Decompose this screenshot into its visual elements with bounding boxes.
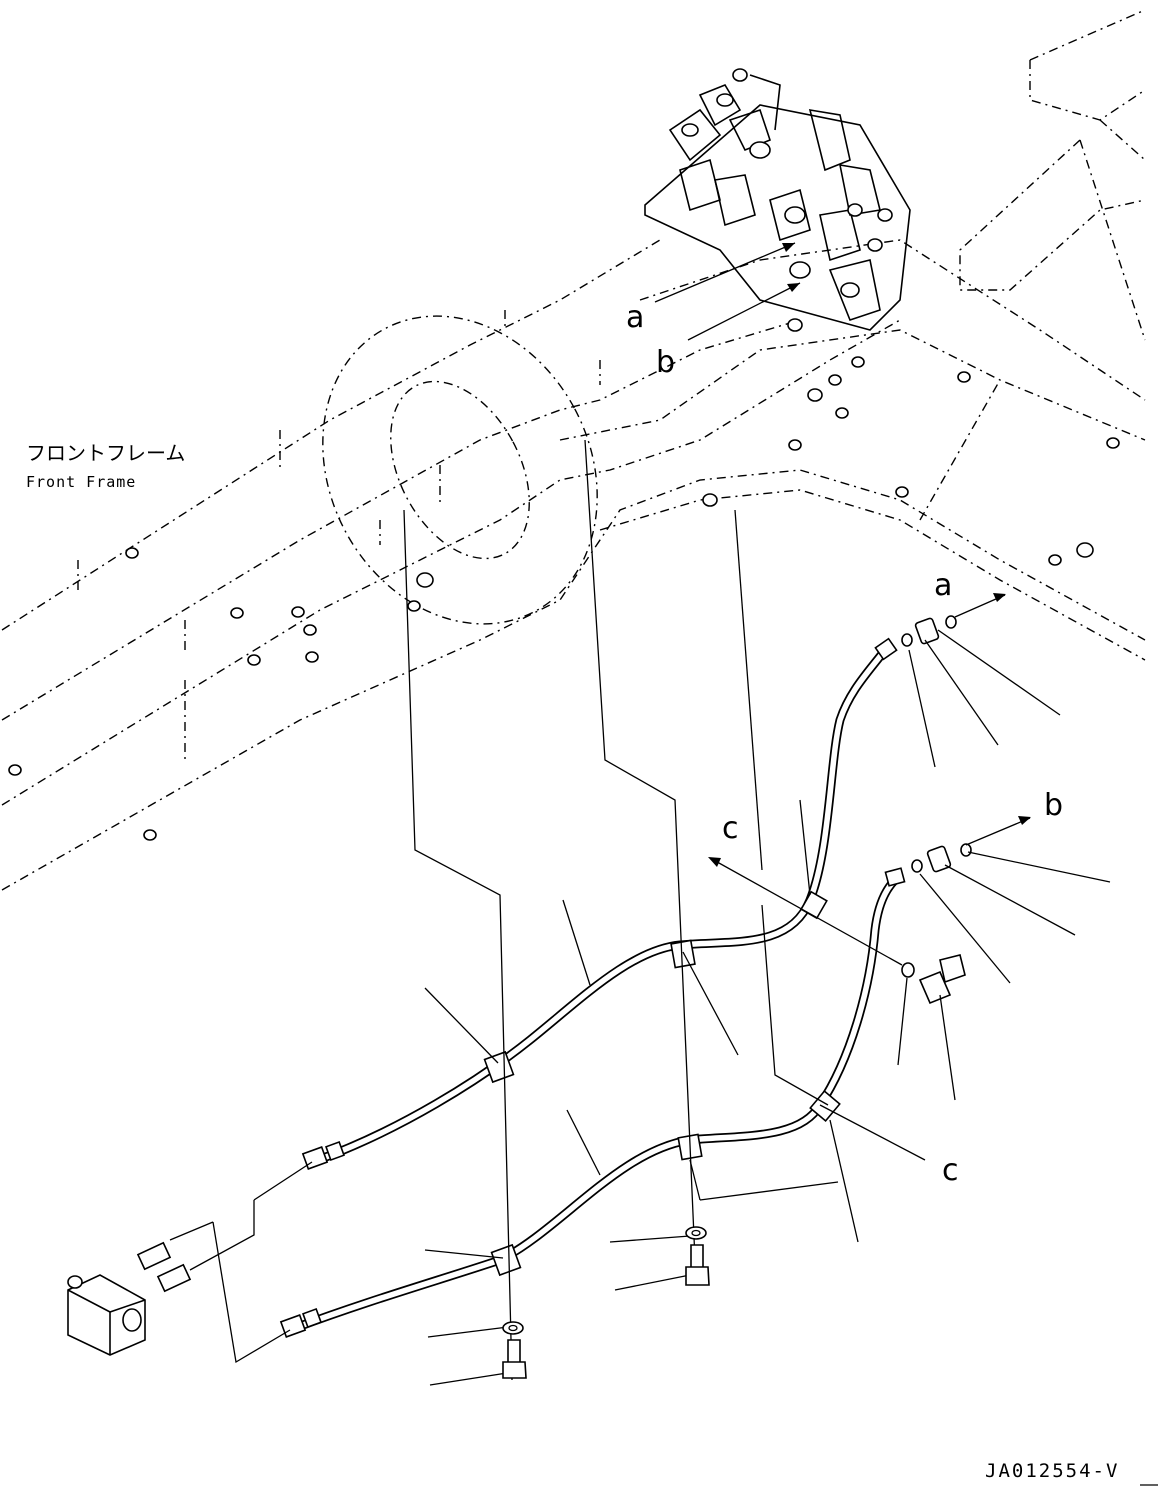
front-frame-outline bbox=[1, 9, 1146, 891]
drawing-code: JA012554-V bbox=[985, 1460, 1119, 1482]
part-leaders bbox=[424, 629, 1111, 1386]
frame-bosses bbox=[8, 318, 1120, 841]
assembly-lines bbox=[169, 439, 839, 1381]
callout-a-valve: a bbox=[626, 300, 644, 335]
control-valve bbox=[644, 68, 911, 331]
callout-b-valve: b bbox=[656, 345, 675, 380]
callout-a-fitting: a bbox=[934, 568, 952, 603]
fitting-direction-arrows bbox=[708, 593, 1031, 966]
hose-clamps bbox=[483, 890, 841, 1277]
hose-assemblies bbox=[279, 637, 906, 1338]
clamp-bolts bbox=[502, 1226, 710, 1379]
valve-port-leaders bbox=[654, 242, 801, 341]
callout-c-lower: c bbox=[942, 1153, 959, 1188]
callout-b-fitting: b bbox=[1044, 788, 1063, 823]
callout-c-upper: c bbox=[722, 811, 739, 846]
port-fittings bbox=[901, 615, 972, 1005]
valve-block bbox=[67, 1241, 192, 1356]
front-frame-label-jp: フロントフレーム bbox=[26, 441, 185, 465]
front-frame-label-en: Front Frame bbox=[26, 473, 136, 491]
